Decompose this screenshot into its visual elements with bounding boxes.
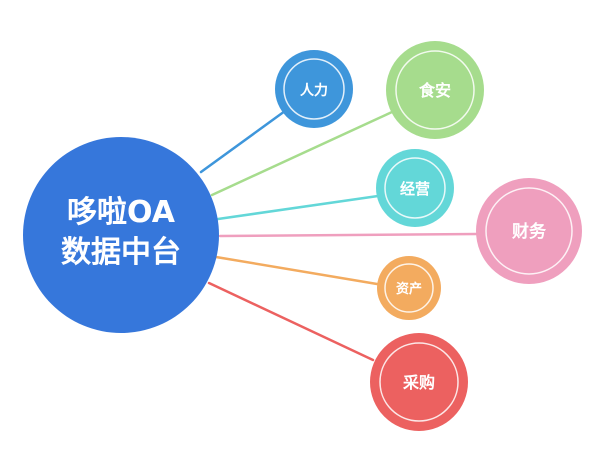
- center-title-line1: 哆啦OA: [67, 195, 176, 230]
- connector-caigou: [207, 281, 375, 362]
- connector-zichan: [214, 255, 379, 286]
- node-shian: 食安: [386, 41, 484, 139]
- center-hub: 哆啦OA 数据中台: [23, 137, 219, 333]
- connector-renli: [199, 109, 287, 174]
- node-zichan-label: 资产: [396, 281, 422, 297]
- node-renli-label: 人力: [300, 82, 328, 99]
- node-renli: 人力: [275, 50, 353, 128]
- connector-jingying: [216, 194, 380, 221]
- node-jingying: 经营: [376, 149, 454, 227]
- node-zichan: 资产: [377, 256, 441, 320]
- node-caiwu-label: 财务: [511, 221, 547, 242]
- connector-shian: [210, 110, 394, 197]
- node-shian-label: 食安: [418, 81, 451, 100]
- node-caigou-label: 采购: [402, 373, 435, 392]
- node-caigou: 采购: [370, 333, 468, 431]
- node-caiwu: 财务: [476, 178, 582, 284]
- center-title-line2: 数据中台: [61, 235, 181, 270]
- connector-caiwu: [218, 232, 479, 238]
- node-jingying-label: 经营: [400, 180, 430, 198]
